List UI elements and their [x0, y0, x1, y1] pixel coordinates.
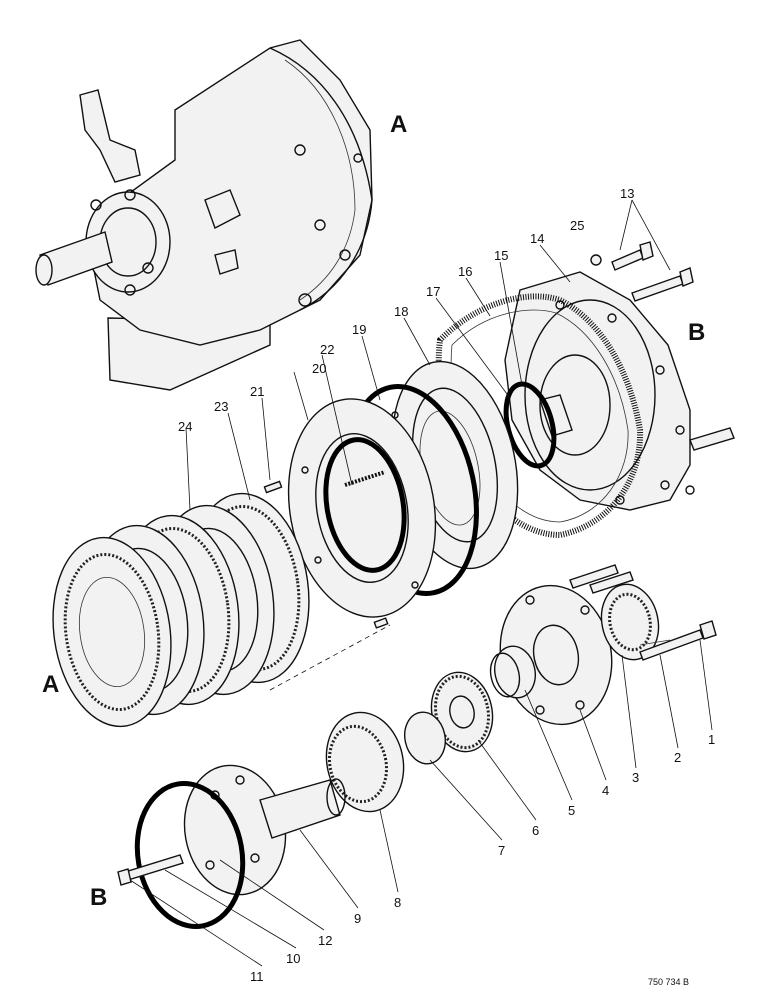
callout-14: 14: [530, 231, 544, 246]
callout-11: 11: [250, 969, 264, 984]
leader-lines: [129, 199, 713, 967]
callout-1: 1: [708, 732, 715, 747]
o-ring-10: [134, 781, 246, 929]
bolt-pair-13: [611, 241, 694, 302]
callout-23: 23: [214, 399, 228, 414]
callout-21: 21: [250, 384, 264, 399]
internal-gear-8: [325, 711, 405, 813]
callout-24: 24: [178, 419, 192, 434]
pin-21: [263, 480, 283, 494]
callout-6: 6: [532, 823, 539, 838]
callout-15: 15: [494, 248, 508, 263]
callout-5: 5: [568, 803, 575, 818]
clutch-plate-stack: [52, 492, 391, 728]
callout-12: 12: [318, 933, 332, 948]
gear-6: [430, 671, 494, 753]
shaft-carrier-9: [183, 764, 346, 896]
o-ring-15: [503, 381, 557, 469]
drawing-code: 750 734 B: [648, 977, 689, 987]
transmission-housing-illustration: [35, 39, 373, 391]
bolts-1-2: [569, 564, 717, 661]
callout-16: 16: [458, 264, 472, 279]
callout-10: 10: [286, 951, 300, 966]
section-label-b-bottom: B: [90, 884, 107, 911]
callout-22: 22: [320, 342, 334, 357]
bearing-3: [600, 583, 660, 661]
callout-25: 25: [570, 218, 584, 233]
seal-5: [489, 645, 536, 699]
callout-18: 18: [394, 304, 408, 319]
callout-3: 3: [632, 770, 639, 785]
callout-8: 8: [394, 895, 401, 910]
callout-7: 7: [498, 843, 505, 858]
callout-20: 20: [312, 361, 326, 376]
bushing-7: [404, 711, 446, 765]
section-label-a-top: A: [390, 111, 407, 138]
section-label-b-right: B: [688, 319, 705, 346]
callout-13: 13: [620, 186, 634, 201]
section-label-a-left: A: [42, 671, 59, 698]
callout-2: 2: [674, 750, 681, 765]
screw-11: [117, 854, 184, 886]
plug-25: [590, 254, 602, 266]
callout-19: 19: [352, 322, 366, 337]
pressure-plate-20: [287, 398, 437, 618]
callout-17: 17: [426, 284, 440, 299]
callout-9: 9: [354, 911, 361, 926]
callout-4: 4: [602, 783, 609, 798]
